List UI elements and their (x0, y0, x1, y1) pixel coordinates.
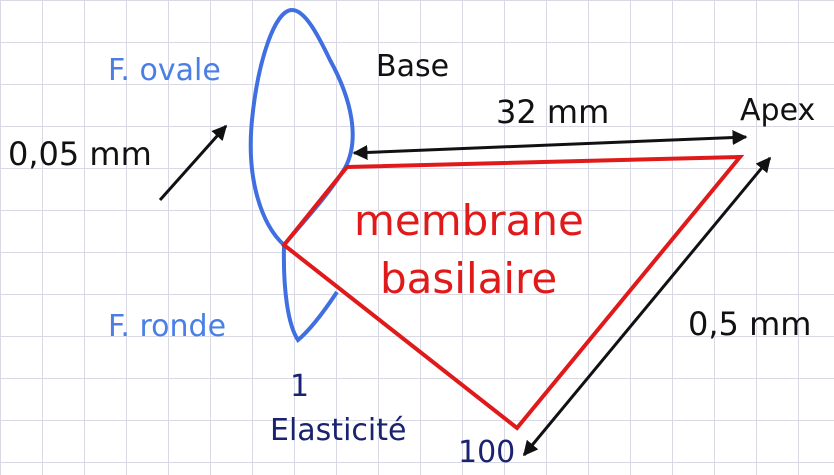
base-label: Base (376, 52, 449, 82)
elasticity-min-label: 1 (290, 372, 309, 402)
membrane-label-line1: membrane (354, 200, 584, 242)
round-window-shape (284, 245, 337, 340)
f-ronde-label: F. ronde (108, 312, 226, 342)
thickness-label: 0,05 mm (8, 138, 152, 170)
membrane-label-line2: basilaire (380, 258, 557, 300)
apex-label: Apex (740, 96, 815, 126)
thickness-arrow (160, 126, 226, 200)
elasticity-label: Elasticité (270, 416, 406, 446)
length-label: 32 mm (496, 96, 609, 128)
f-ovale-label: F. ovale (108, 56, 221, 86)
elasticity-max-label: 100 (458, 438, 515, 468)
width-label: 0,5 mm (688, 308, 811, 340)
oval-window-shape (251, 10, 353, 245)
length-arrow (354, 137, 746, 153)
